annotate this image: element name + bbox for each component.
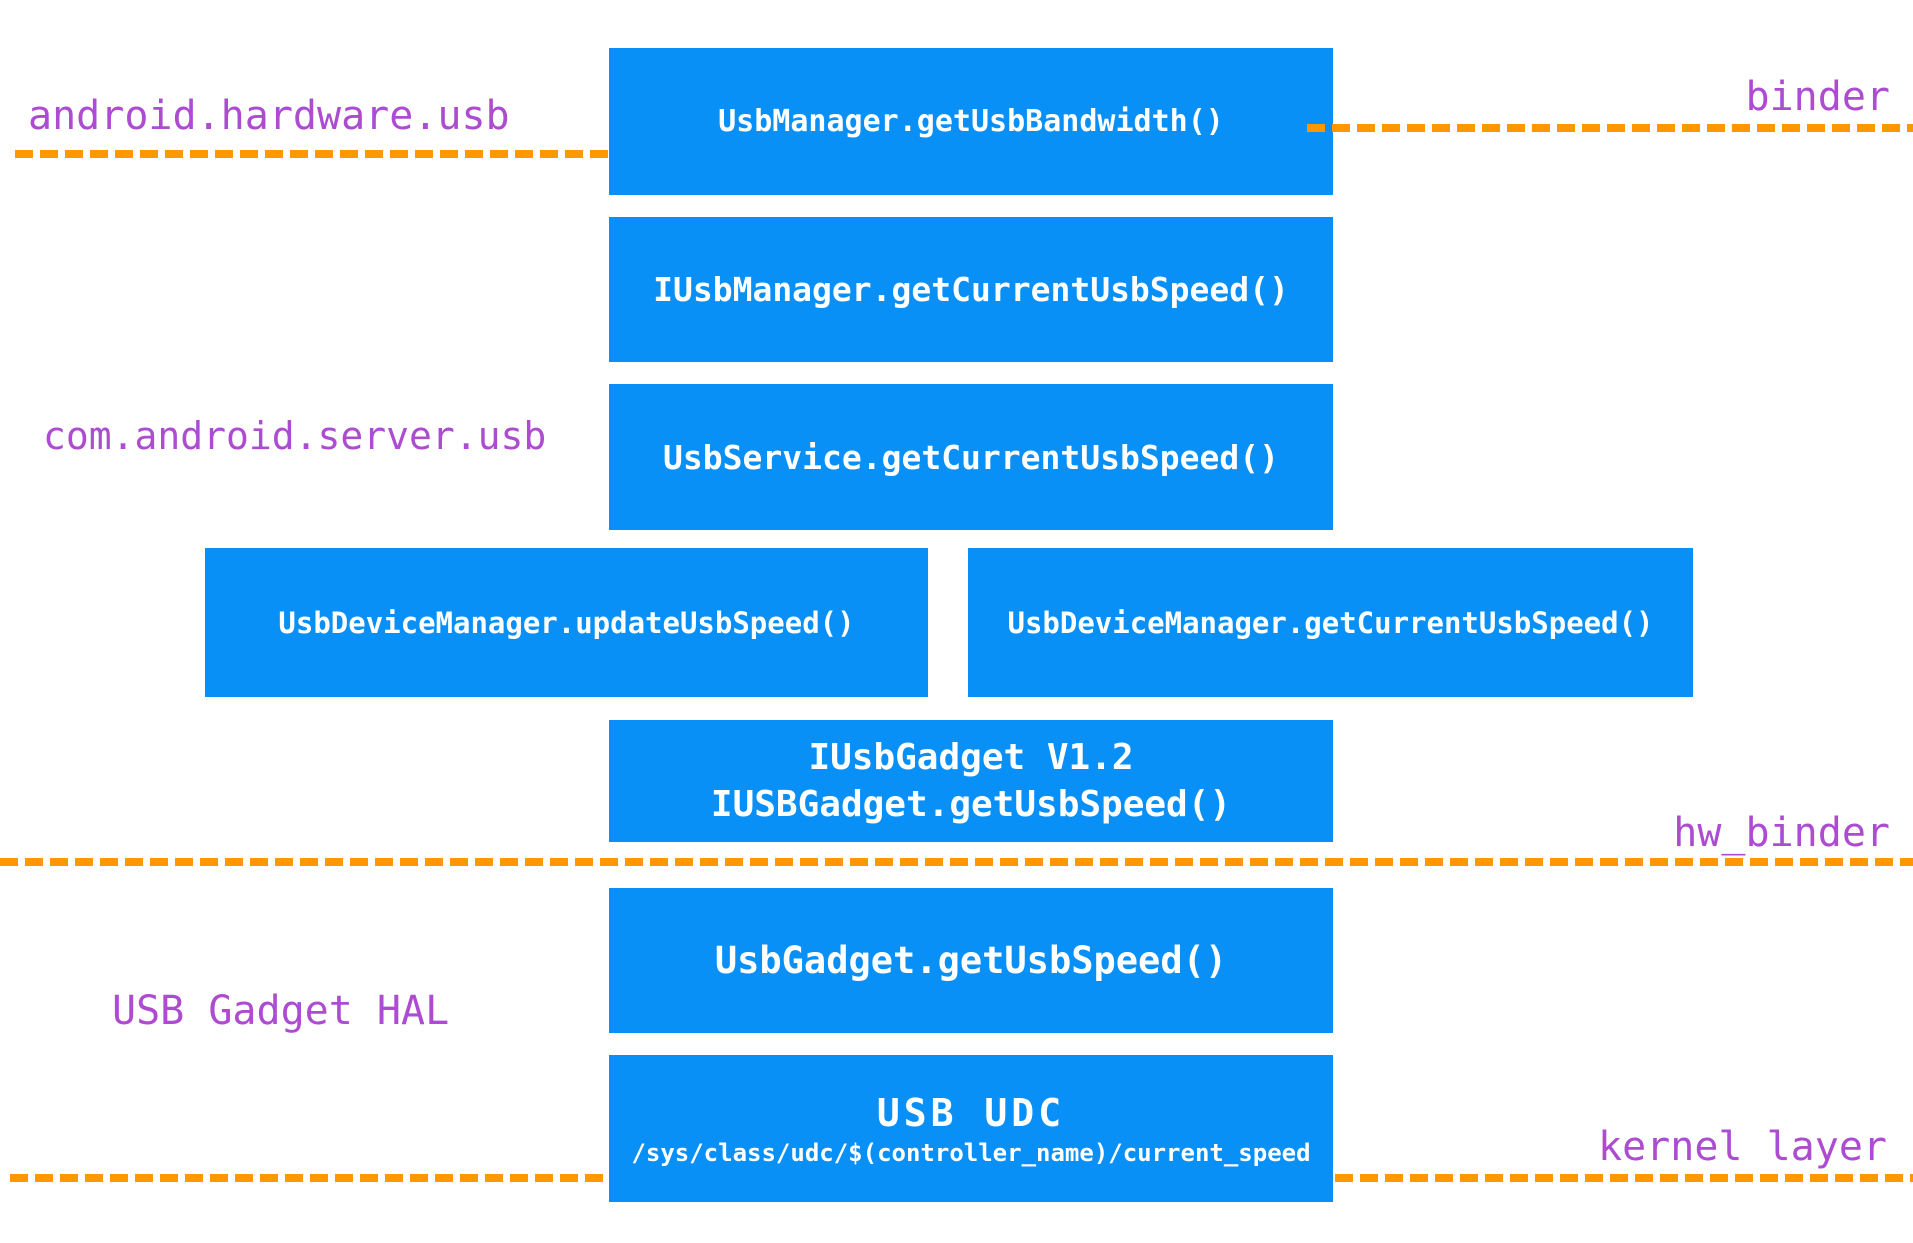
iusb-gadget-box-line1: IUsbGadget V1.2	[808, 737, 1134, 778]
usb-udc-box-path: /sys/class/udc/$(controller_name)/curren…	[631, 1138, 1311, 1167]
iusb-gadget-box-line2: IUSBGadget.getUsbSpeed()	[710, 784, 1232, 825]
framework-package-label: android.hardware.usb	[28, 93, 510, 139]
binder-label: binder	[1745, 74, 1891, 120]
hw-binder-boundary-line	[0, 858, 1913, 866]
usb-device-manager-get-box-text: UsbDeviceManager.getCurrentUsbSpeed()	[1007, 605, 1654, 640]
usb-service-box-text: UsbService.getCurrentUsbSpeed()	[663, 437, 1279, 477]
usb-udc-box-title: USB UDC	[876, 1090, 1066, 1135]
usb-udc-box: USB UDC /sys/class/udc/$(controller_name…	[609, 1055, 1333, 1202]
usb-gadget-box-text: UsbGadget.getUsbSpeed()	[714, 939, 1228, 982]
usb-device-manager-update-box-text: UsbDeviceManager.updateUsbSpeed()	[278, 605, 855, 640]
iusb-manager-box-text: IUsbManager.getCurrentUsbSpeed()	[653, 270, 1289, 309]
usb-gadget-box: UsbGadget.getUsbSpeed()	[609, 888, 1333, 1033]
usb-service-box: UsbService.getCurrentUsbSpeed()	[609, 384, 1333, 530]
hw-binder-label: hw_binder	[1673, 810, 1890, 856]
iusb-manager-box: IUsbManager.getCurrentUsbSpeed()	[609, 217, 1333, 362]
binder-boundary-line-right	[1307, 124, 1913, 132]
binder-boundary-line-left	[15, 150, 609, 158]
kernel-layer-label: kernel layer	[1598, 1124, 1887, 1170]
usb-device-manager-get-box: UsbDeviceManager.getCurrentUsbSpeed()	[968, 548, 1693, 697]
usb-manager-box: UsbManager.getUsbBandwidth()	[609, 48, 1333, 195]
server-package-label: com.android.server.usb	[43, 414, 547, 458]
usb-gadget-hal-label: USB Gadget HAL	[112, 988, 450, 1034]
iusb-gadget-box: IUsbGadget V1.2 IUSBGadget.getUsbSpeed()	[609, 720, 1333, 842]
usb-manager-box-text: UsbManager.getUsbBandwidth()	[718, 104, 1224, 139]
usb-device-manager-update-box: UsbDeviceManager.updateUsbSpeed()	[205, 548, 928, 697]
